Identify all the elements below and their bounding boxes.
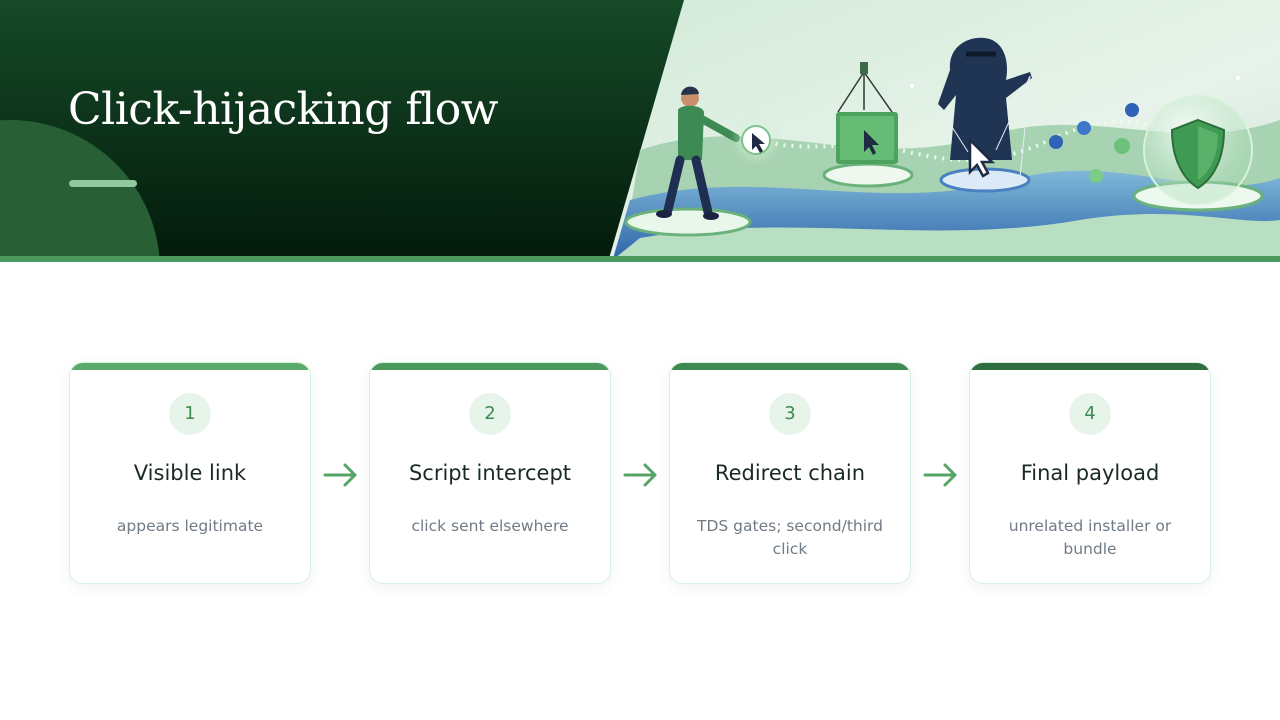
- cursor-icon: [730, 114, 782, 166]
- hero-background: [0, 0, 1280, 262]
- hero-underline: [0, 256, 1280, 262]
- step-card-accent-bar: [670, 363, 910, 370]
- hero-banner: Click-hijacking flow: [0, 0, 1280, 262]
- step-description: unrelated installer or bundle: [1008, 517, 1172, 558]
- decorative-circle: [0, 120, 160, 262]
- step-number-badge: 2: [469, 393, 511, 435]
- step-number-badge: 1: [169, 393, 211, 435]
- hanging-sign: [836, 62, 898, 164]
- flow-steps: 1 Visible link appears legitimate 2 Scri…: [0, 362, 1280, 588]
- step-card-accent-bar: [970, 363, 1210, 370]
- step-card-3: 3 Redirect chain TDS gates; second/third…: [669, 362, 911, 584]
- arrow-right-icon: [323, 463, 357, 487]
- step-number-badge: 4: [1069, 393, 1111, 435]
- data-path: [910, 76, 1240, 183]
- step-heading: Visible link: [133, 461, 247, 485]
- shield-icon: [1143, 95, 1253, 205]
- step-card-accent-bar: [370, 363, 610, 370]
- arrow-right-icon: [623, 463, 657, 487]
- arrow-right-icon: [923, 463, 957, 487]
- page-title: Click-hijacking flow: [68, 84, 498, 135]
- hero-illustration: [608, 0, 1280, 262]
- step-number-badge: 3: [769, 393, 811, 435]
- step-description: TDS gates; second/third click: [697, 517, 883, 558]
- step-description: click sent elsewhere: [411, 517, 569, 535]
- user-figure: [656, 86, 740, 220]
- step-card-2: 2 Script intercept click sent elsewhere: [369, 362, 611, 584]
- puppeteer-figure: [938, 37, 1032, 179]
- step-heading: Final payload: [1020, 461, 1160, 485]
- step-heading: Redirect chain: [714, 461, 866, 485]
- step-card-accent-bar: [70, 363, 310, 370]
- step-description: appears legitimate: [116, 517, 264, 535]
- step-card-4: 4 Final payload unrelated installer or b…: [969, 362, 1211, 584]
- title-accent-bar: [69, 180, 137, 187]
- step-card-1: 1 Visible link appears legitimate: [69, 362, 311, 584]
- step-heading: Script intercept: [408, 461, 572, 485]
